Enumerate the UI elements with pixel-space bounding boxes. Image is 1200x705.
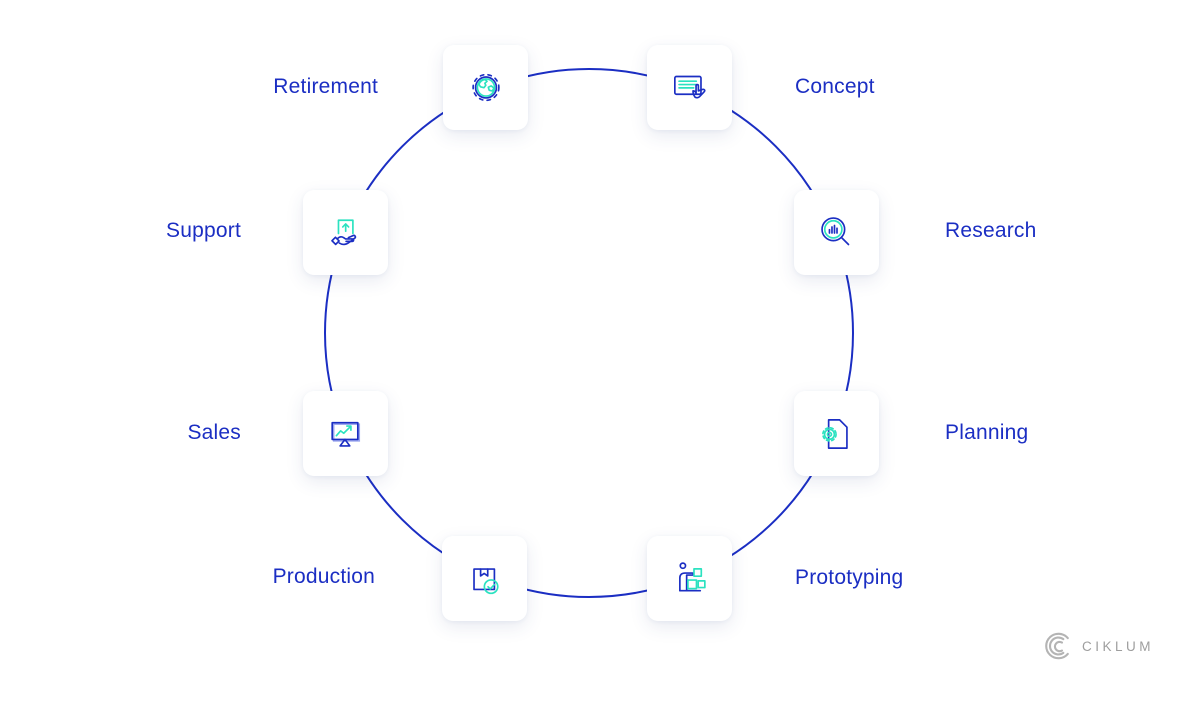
stage-card-production: [442, 536, 527, 621]
stage-label-support: Support: [166, 218, 241, 242]
stage-label-prototyping: Prototyping: [795, 565, 904, 589]
gear-globe-icon: [471, 73, 500, 101]
stage-label-research: Research: [945, 218, 1037, 242]
magnifier-bar-chart-icon: [820, 216, 849, 245]
stage-card-sales: [303, 391, 388, 476]
stage-label-retirement: Retirement: [273, 74, 378, 98]
stage-card-prototyping: [647, 536, 732, 621]
stage-card-retirement: [443, 45, 528, 130]
stage-card-concept: [647, 45, 732, 130]
person-building-blocks-icon: [678, 561, 706, 592]
package-check-icon: [472, 567, 499, 594]
lifecycle-circle: [324, 68, 854, 598]
ciklum-logo-text: CIKLUM: [1082, 638, 1155, 654]
stage-card-support: [303, 190, 388, 275]
stage-label-planning: Planning: [945, 420, 1029, 444]
stage-label-concept: Concept: [795, 74, 875, 98]
ciklum-logo: CIKLUM: [1044, 630, 1154, 662]
stage-label-production: Production: [272, 564, 375, 588]
stage-card-research: [794, 190, 879, 275]
presentation-card-hand-icon: [673, 75, 705, 99]
document-gear-icon: [821, 418, 848, 449]
hand-box-arrow-icon: [330, 218, 356, 245]
ciklum-logo-icon: [1045, 632, 1069, 660]
stage-label-sales: Sales: [187, 420, 241, 444]
monitor-growth-chart-icon: [330, 421, 360, 447]
stage-card-planning: [794, 391, 879, 476]
